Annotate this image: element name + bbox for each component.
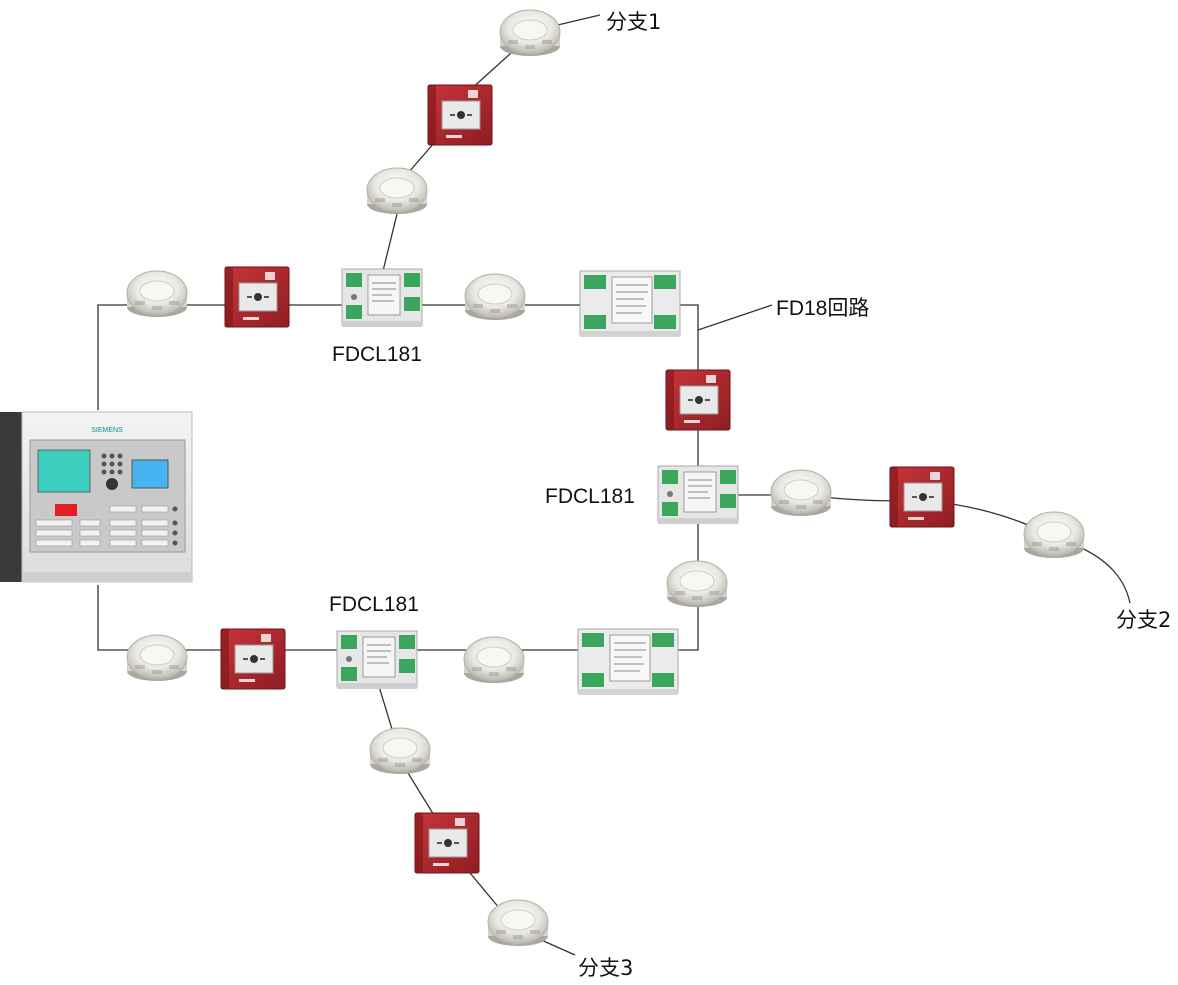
wire-branch-1 bbox=[381, 14, 601, 276]
panel-display bbox=[131, 459, 169, 489]
wire-branch-3 bbox=[376, 679, 576, 956]
panel-alarm-indicator bbox=[55, 504, 77, 516]
panel-brand-text: SIEMENS bbox=[91, 427, 123, 434]
fdcl181-bottom-label: FDCL181 bbox=[329, 593, 419, 616]
panel-led-rows bbox=[35, 505, 169, 547]
smoke-detector-icon bbox=[499, 9, 561, 57]
manual-call-point-icon bbox=[414, 812, 480, 874]
line-module-icon bbox=[577, 628, 679, 696]
fdcl181-module-icon bbox=[657, 465, 739, 525]
manual-call-point-icon bbox=[427, 84, 493, 146]
smoke-detector-icon bbox=[487, 899, 549, 947]
fdcl181-top-label: FDCL181 bbox=[332, 343, 422, 366]
smoke-detector-icon bbox=[369, 727, 431, 775]
panel-keypad bbox=[101, 453, 123, 490]
manual-call-point-icon bbox=[889, 466, 955, 528]
line-module-icon bbox=[579, 270, 681, 338]
control-panel: SIEMENS bbox=[0, 411, 193, 583]
smoke-detector-icon bbox=[770, 469, 832, 517]
branch-3-label: 分支3 bbox=[578, 956, 634, 980]
smoke-detector-icon bbox=[1023, 511, 1085, 559]
smoke-detector-icon bbox=[666, 560, 728, 608]
smoke-detector-icon bbox=[126, 270, 188, 318]
fdcl181-module-icon bbox=[336, 630, 418, 690]
fdcl181-module-icon bbox=[341, 268, 423, 328]
smoke-detector-icon bbox=[126, 634, 188, 682]
fdcl181-middle-label: FDCL181 bbox=[545, 485, 635, 508]
loop-label: FD18回路 bbox=[776, 297, 870, 320]
manual-call-point-icon bbox=[224, 266, 290, 328]
panel-main-screen bbox=[37, 449, 91, 493]
smoke-detector-icon bbox=[463, 636, 525, 684]
branch-1-label: 分支1 bbox=[606, 10, 662, 34]
smoke-detector-icon bbox=[366, 167, 428, 215]
manual-call-point-icon bbox=[665, 369, 731, 431]
wire-loop-leader bbox=[697, 304, 773, 331]
branch-2-label: 分支2 bbox=[1116, 608, 1172, 632]
manual-call-point-icon bbox=[220, 628, 286, 690]
smoke-detector-icon bbox=[464, 273, 526, 321]
